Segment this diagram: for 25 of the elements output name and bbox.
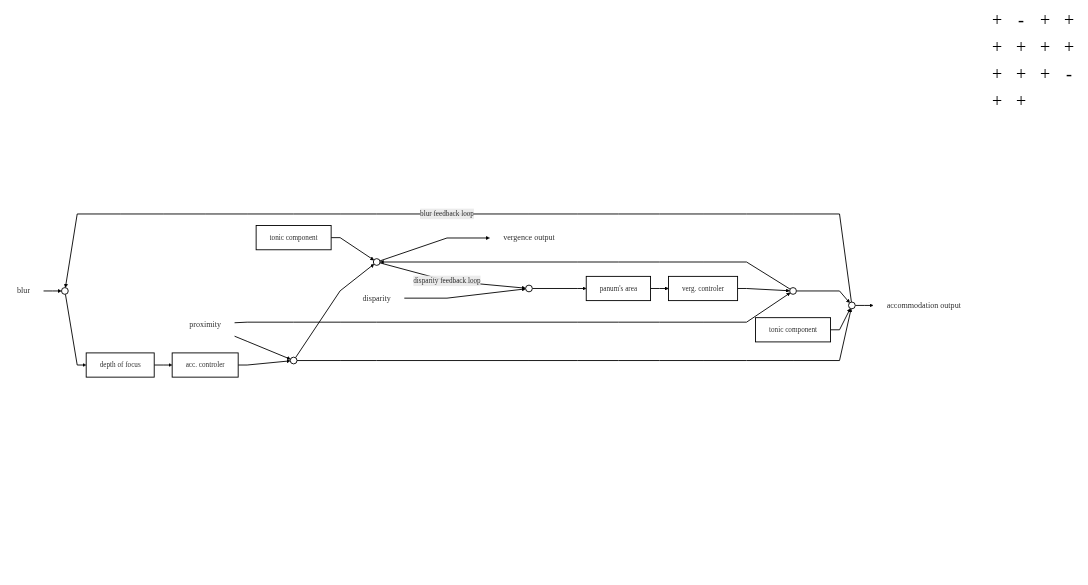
node-circle: [525, 284, 533, 292]
sign-label: +: [990, 10, 1004, 31]
node-text: vergence output: [503, 232, 555, 242]
sign-label: +: [1038, 37, 1052, 58]
sign-label: +: [1014, 64, 1028, 85]
sign-label: +: [1038, 64, 1052, 85]
sign-label: +: [990, 91, 1004, 112]
node-text: accommodation output: [886, 300, 961, 310]
sign-label: +: [990, 37, 1004, 58]
sign-label: +: [1014, 91, 1028, 112]
sign-label: +: [1038, 10, 1052, 31]
node-circle: [289, 356, 298, 364]
sign-label: +: [990, 64, 1004, 85]
node-circle: [61, 286, 69, 295]
node-circle: [789, 286, 797, 295]
node-circle: [372, 257, 381, 266]
sign-label: -: [1017, 10, 1025, 31]
sign-label: +: [1014, 37, 1028, 58]
node-text: blur: [17, 285, 31, 295]
sign-label: +: [1062, 10, 1076, 31]
node-text: disparity: [362, 293, 391, 303]
node-circle: [848, 301, 856, 309]
node-text: proximity: [189, 319, 222, 329]
sign-label: -: [1065, 64, 1073, 85]
sign-label: +: [1062, 37, 1076, 58]
